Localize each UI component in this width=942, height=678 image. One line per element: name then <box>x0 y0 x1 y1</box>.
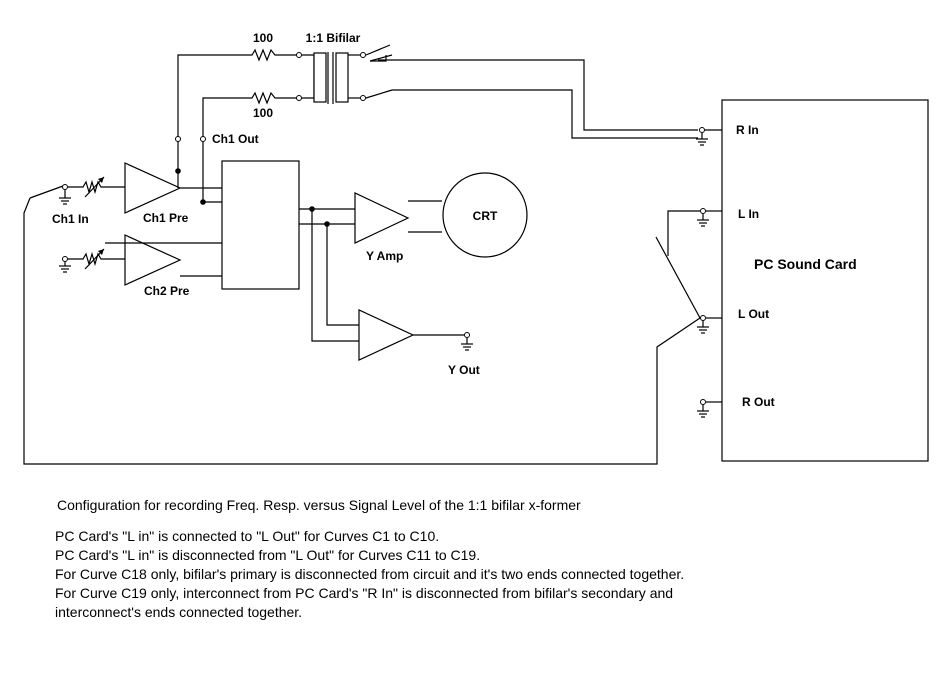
l-in-label: L In <box>738 207 759 221</box>
ch2-pre-label: Ch2 Pre <box>144 284 190 298</box>
top-resistor <box>177 48 302 139</box>
y-amp <box>354 192 410 244</box>
y-out-label: Y Out <box>448 363 480 377</box>
r-out-label: R Out <box>742 395 775 409</box>
r-out-terminal <box>697 399 722 418</box>
r-in-terminal <box>696 127 722 146</box>
ch1-input-jack <box>29 184 71 205</box>
mixer-block <box>221 160 300 290</box>
transformer-label: 1:1 Bifilar <box>306 31 361 45</box>
caption-line: For Curve C18 only, bifilar's primary is… <box>55 566 684 582</box>
caption-line: PC Card's "L in" is connected to "L Out"… <box>55 528 439 544</box>
pc-sound-card-label: PC Sound Card <box>754 256 857 272</box>
ch1-in-label: Ch1 In <box>52 212 89 226</box>
ch2-preamp <box>124 234 182 286</box>
ch1-preamp <box>124 162 182 214</box>
crt <box>442 172 528 258</box>
r-in-label: R In <box>736 123 759 137</box>
top-resistor-value: 100 <box>253 31 273 45</box>
l-out-terminal <box>697 315 722 334</box>
l-out-label: L Out <box>738 307 769 321</box>
bottom-resistor <box>202 91 302 139</box>
pc-sound-card <box>721 99 929 462</box>
wire-to-r-in-bottom <box>392 89 698 139</box>
caption-title: Configuration for recording Freq. Resp. … <box>57 497 581 513</box>
bottom-resistor-value: 100 <box>253 106 273 120</box>
l-in-l-out-switch <box>655 236 701 319</box>
ch2-input-jack <box>59 256 71 273</box>
caption-line: For Curve C19 only, interconnect from PC… <box>55 585 673 601</box>
transformer-output-switches <box>360 44 393 101</box>
crt-label: CRT <box>473 209 498 223</box>
y-out-amp <box>358 309 415 361</box>
y-amp-label: Y Amp <box>366 249 403 263</box>
caption-line: PC Card's "L in" is disconnected from "L… <box>55 547 480 563</box>
ch1-pre-label: Ch1 Pre <box>143 211 189 225</box>
caption-line: interconnect's ends connected together. <box>55 604 302 620</box>
y-out-terminal <box>461 332 473 351</box>
ch1-potentiometer <box>68 176 125 198</box>
ch2-potentiometer <box>68 248 125 270</box>
bifilar-transformer <box>302 52 360 104</box>
wire-to-r-in-top <box>378 59 698 131</box>
ch1-out-label: Ch1 Out <box>212 132 259 146</box>
l-in-terminal <box>697 208 722 227</box>
loop-wire <box>23 197 701 465</box>
